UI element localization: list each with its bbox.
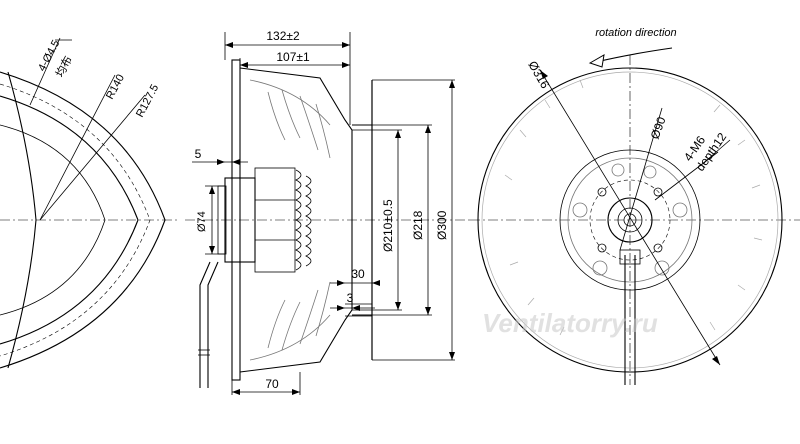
motor-rotor: [254, 167, 296, 273]
mounting-holes: [572, 163, 688, 276]
winding-coils: [295, 169, 312, 271]
impeller-outer-circle: [477, 67, 783, 373]
holes-leader: [29, 37, 61, 106]
rotation-direction-label: rotation direction: [595, 27, 676, 39]
bolt-circle-label: Ø90: [648, 115, 669, 141]
hub-circle: [607, 197, 653, 243]
inlet-diameter-label: Ø210±0.5: [381, 199, 395, 252]
left-view: 4-Ø4.5 均布 R140 R127.5: [0, 37, 180, 369]
mount-depth-label: 70: [265, 377, 279, 391]
left-flat-edge: [7, 71, 37, 369]
blade: [315, 103, 331, 159]
holes-note: 均布: [53, 54, 75, 80]
radius-inner-label: R127.5: [134, 82, 161, 119]
cable-right-edge: [207, 261, 219, 388]
radius-outer-label: R140: [104, 73, 127, 102]
impeller-diameter-label: Ø316: [525, 59, 552, 92]
side-view: 132±2 107±1 5 Ø74 Ø210±0.5 Ø218 Ø300 30: [185, 29, 470, 395]
left-bore-arc: [0, 124, 106, 316]
hub-diameter-label: Ø74: [196, 211, 208, 232]
ring-thickness-label: 3: [347, 291, 354, 305]
blade-marks: [504, 79, 763, 336]
inlet-ring-diameter-label: Ø218: [411, 210, 425, 240]
r140-leader: [39, 74, 116, 221]
cable-gland: [619, 249, 641, 265]
cable-left-edge: [199, 261, 211, 388]
blade: [281, 89, 301, 139]
rotation-arrow: [595, 47, 673, 63]
blade: [299, 95, 319, 151]
blade: [267, 91, 286, 141]
inlet-depth-label: 30: [351, 267, 365, 281]
left-inner-arc: [0, 95, 139, 345]
watermark: Ventilatorry.ru: [482, 308, 658, 338]
impeller-width-label: 107±1: [276, 50, 310, 64]
blade: [315, 281, 331, 337]
overall-width-label: 132±2: [266, 29, 300, 43]
r127-leader: [39, 94, 146, 221]
d90-leader: [619, 107, 663, 251]
back-plate: [231, 59, 241, 381]
blade: [299, 289, 319, 345]
bolt-circle: [589, 179, 671, 261]
inlet-circle: [559, 149, 701, 291]
blade: [281, 301, 301, 351]
shroud-outline: [239, 67, 353, 373]
blade: [267, 299, 286, 349]
flange-offset-label: 5: [195, 147, 202, 161]
outer-diameter-label: Ø300: [435, 210, 449, 240]
shaft-circle: [617, 207, 643, 233]
left-hole-circle: [0, 83, 151, 357]
left-outer-arc: [0, 71, 166, 369]
